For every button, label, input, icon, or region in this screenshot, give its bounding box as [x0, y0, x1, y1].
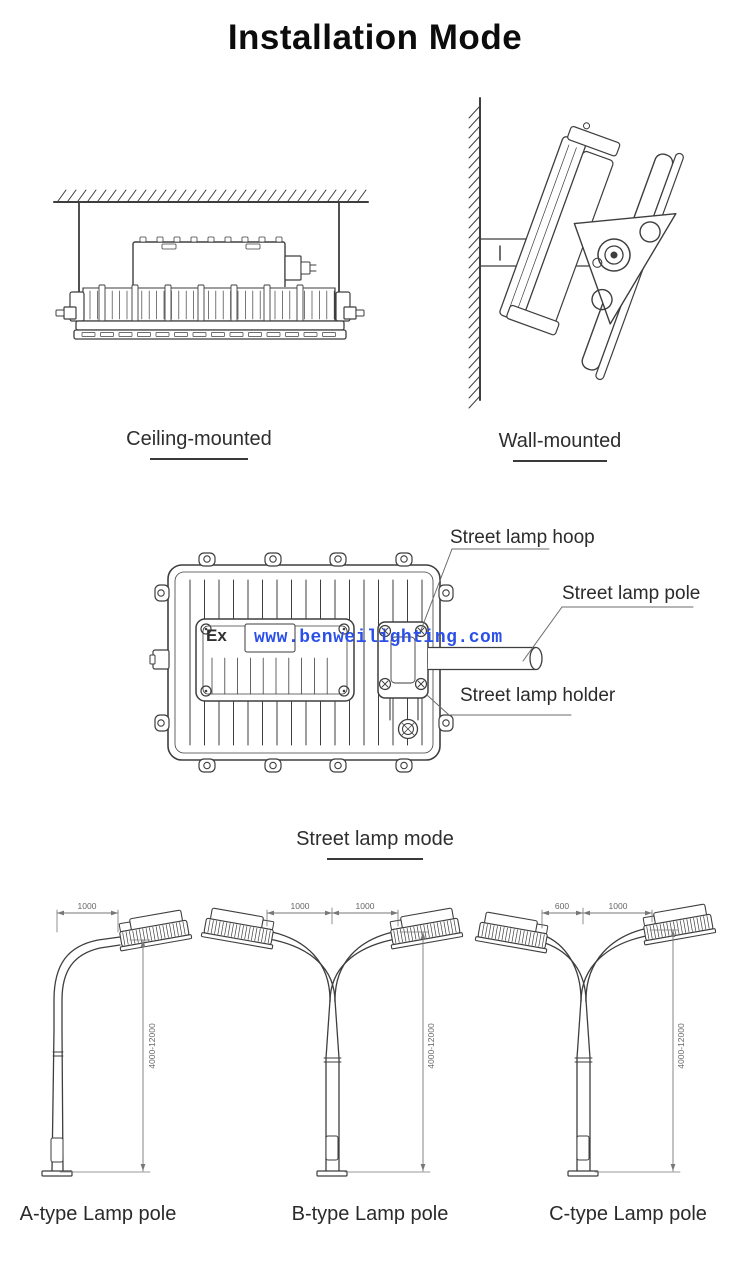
wall-mounted-caption: Wall-mounted	[460, 430, 660, 462]
wall-caption-underline	[513, 460, 607, 462]
ceiling-mounted-diagram	[53, 189, 369, 340]
dim-c-height: 4000-12000	[676, 1023, 686, 1069]
dim-c-arm-left: 600	[554, 901, 570, 911]
wall-mounted-label: Wall-mounted	[498, 430, 622, 452]
callout-street-lamp-hoop: Street lamp hoop	[450, 527, 595, 548]
dim-a-height: 4000-12000	[147, 1023, 157, 1069]
callout-street-lamp-pole: Street lamp pole	[562, 583, 701, 604]
dim-a-arm: 1000	[77, 901, 97, 911]
dim-c-arm-right: 1000	[608, 901, 628, 911]
lamp-pole-diagrams	[41, 903, 717, 1177]
street-lamp-mode-label: Street lamp mode	[296, 828, 454, 850]
wall-mounted-diagram	[468, 97, 684, 409]
c-type-pole-label: C-type Lamp pole	[549, 1203, 707, 1225]
ex-marking: Ex	[206, 626, 227, 645]
ceiling-mounted-label: Ceiling-mounted	[126, 428, 272, 450]
a-type-pole-label: A-type Lamp pole	[19, 1203, 177, 1225]
street-lamp-mode-heading: Street lamp mode	[275, 828, 475, 860]
ceiling-caption-underline	[150, 458, 248, 460]
dim-b-arm-left: 1000	[290, 901, 310, 911]
dim-b-arm-right: 1000	[355, 901, 375, 911]
ceiling-mounted-caption: Ceiling-mounted	[99, 428, 299, 460]
callout-street-lamp-holder: Street lamp holder	[460, 685, 616, 706]
watermark: www.benweilighting.com	[254, 628, 503, 648]
street-lamp-assembly-diagram	[149, 548, 694, 773]
page-title: Installation Mode	[227, 18, 523, 57]
street-lamp-mode-underline	[327, 858, 423, 860]
b-type-pole-label: B-type Lamp pole	[291, 1203, 449, 1225]
dim-b-height: 4000-12000	[426, 1023, 436, 1069]
